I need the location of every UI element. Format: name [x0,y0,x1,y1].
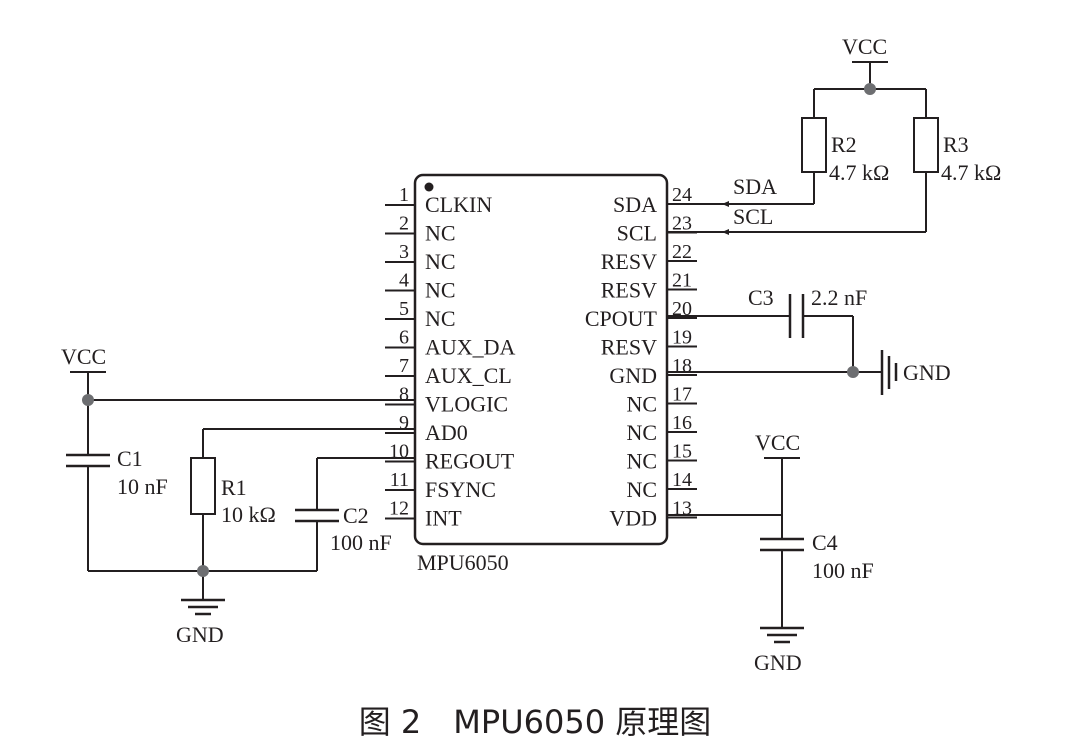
junction-vlogic [82,394,94,406]
left-pin-label: INT [425,506,462,531]
left-pin-number: 2 [399,213,409,235]
r1-ref: R1 [221,475,247,500]
left-pin-label: CLKIN [425,192,492,217]
r2-value: 4.7 kΩ [829,160,889,185]
left-pin-label: VLOGIC [425,392,508,417]
right-pin-label: RESV [601,249,657,274]
chip-body [413,173,669,546]
r1-value: 10 kΩ [221,502,276,527]
pin1-indicator [424,182,434,192]
vcc-right-label: VCC [755,430,800,455]
junction-vcc-top [864,83,876,95]
c1-ref: C1 [117,446,143,471]
sda-net-label: SDA [733,174,777,199]
left-pin-number: 5 [399,298,409,320]
right-pin-number: 19 [672,327,692,349]
right-pin-number: 14 [672,469,692,491]
r3-ref: R3 [943,132,969,157]
c4-ref: C4 [812,530,838,555]
r3-value: 4.7 kΩ [941,160,1001,185]
r1-resistor [190,457,216,515]
right-pin-number: 17 [672,384,692,406]
right-pin-number: 21 [672,270,692,292]
left-pin-label: FSYNC [425,477,496,502]
left-pin-number: 10 [389,441,409,463]
left-pin-number: 8 [399,384,409,406]
left-pin-label: NC [425,249,456,274]
right-pin-label: CPOUT [585,306,658,331]
gnd-c3-label: GND [903,360,951,385]
right-pin-group: 24SDA23SCL22RESV21RESV20CPOUT19RESV18GND… [585,184,697,531]
left-pin-label: AUX_DA [425,335,516,360]
right-pin-number: 20 [672,298,692,320]
c4-value: 100 nF [812,558,874,583]
left-pin-number: 11 [390,469,409,491]
right-pin-number: 23 [672,213,692,235]
sda-arrow [722,201,729,207]
c3-value: 2.2 nF [811,285,867,310]
right-pin-label: NC [626,392,657,417]
c2-value: 100 nF [330,530,392,555]
right-pin-label: SCL [617,221,657,246]
right-pin-label: RESV [601,335,657,360]
right-pin-number: 13 [672,498,692,520]
r2-ref: R2 [831,132,857,157]
left-pin-label: NC [425,221,456,246]
right-pin-number: 24 [672,184,692,206]
c1-value: 10 nF [117,474,168,499]
left-pin-label: AUX_CL [425,363,512,388]
r2-resistor [801,117,827,173]
vcc-top-label: VCC [842,34,887,59]
c2-ref: C2 [343,503,369,528]
chip-name: MPU6050 [417,550,509,575]
vdd-network [667,457,804,644]
left-pin-number: 7 [399,355,409,377]
cpout-network [667,294,898,395]
left-pin-label: NC [425,278,456,303]
vcc-left-label: VCC [61,344,106,369]
right-pin-number: 22 [672,241,692,263]
left-pin-number: 6 [399,327,409,349]
junction-gnd-c3 [847,366,859,378]
right-pin-label: NC [626,477,657,502]
c3-ref: C3 [748,285,774,310]
right-pin-label: NC [626,420,657,445]
junction-gnd-left [197,565,209,577]
figure-caption: 图 2 MPU6050 原理图 [359,703,711,741]
left-pin-number: 1 [399,184,409,206]
left-pin-label: REGOUT [425,449,515,474]
right-pin-label: SDA [613,192,657,217]
gnd-right-label: GND [754,650,802,675]
gnd-left-label: GND [176,622,224,647]
right-pin-label: RESV [601,278,657,303]
right-pin-number: 16 [672,412,692,434]
left-pin-number: 3 [399,241,409,263]
left-pin-number: 9 [399,412,409,434]
scl-arrow [722,229,729,235]
right-pin-number: 15 [672,441,692,463]
right-pin-label: GND [609,363,657,388]
r3-resistor [913,117,939,173]
scl-net-label: SCL [733,204,773,229]
left-pin-label: AD0 [425,420,468,445]
right-pin-number: 18 [672,355,692,377]
right-pin-label: NC [626,449,657,474]
left-pin-number: 12 [389,498,409,520]
left-pin-number: 4 [399,270,409,292]
i2c-pullup-network [667,61,939,233]
left-pin-label: NC [425,306,456,331]
right-pin-label: VDD [609,506,657,531]
